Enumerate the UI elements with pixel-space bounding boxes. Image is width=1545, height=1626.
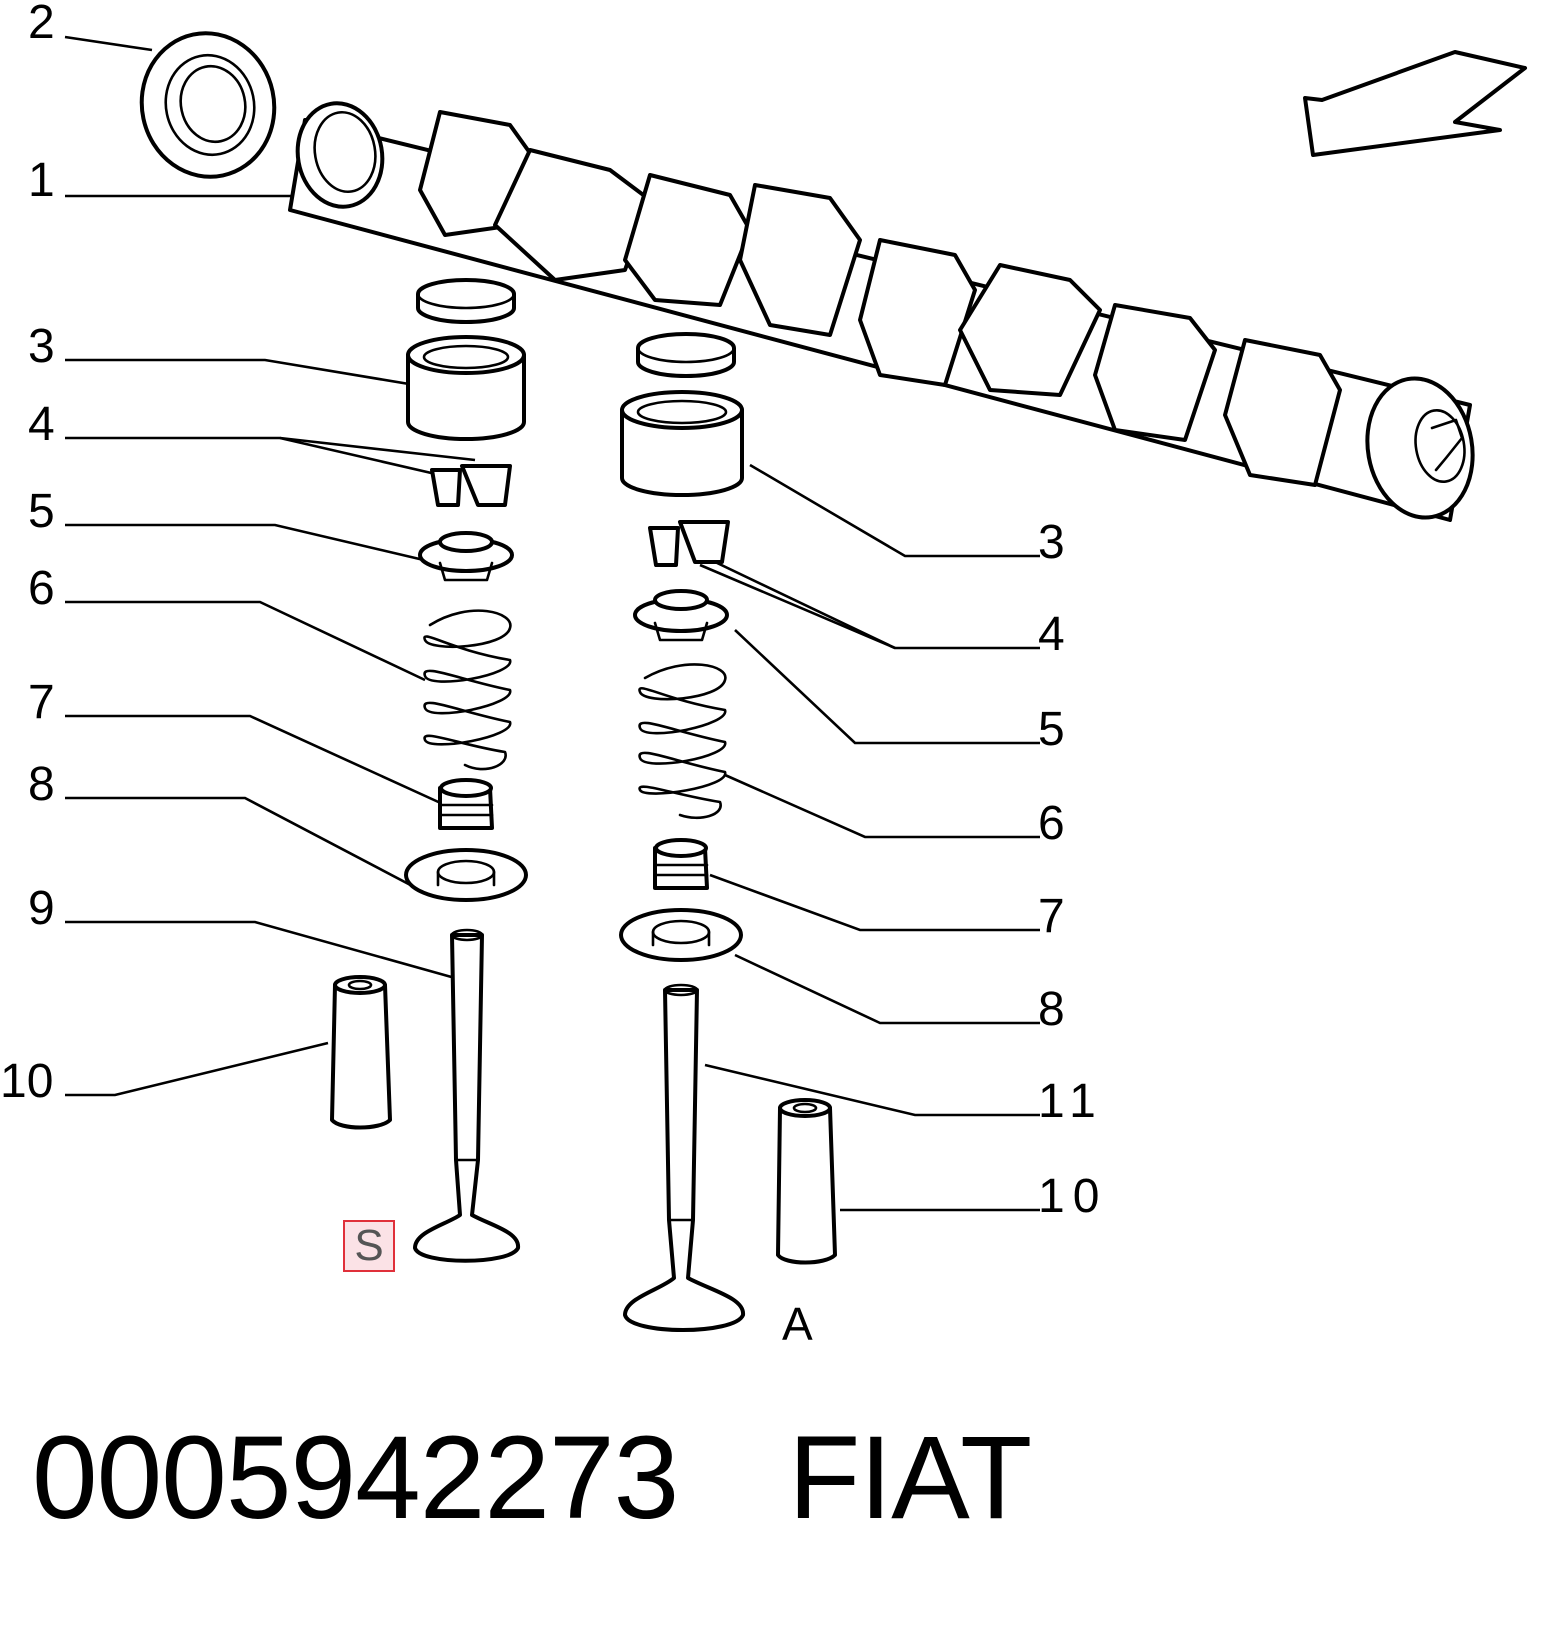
callout-right-11: 11 — [1038, 1075, 1104, 1128]
callout-left-3: 3 — [28, 320, 55, 373]
view-letter: A — [782, 1298, 813, 1350]
callout-left-10: 10 — [0, 1055, 53, 1108]
direction-arrow — [1303, 50, 1527, 157]
brand-name: FIAT — [788, 1412, 1032, 1544]
callout-right-7: 7 — [1038, 890, 1065, 943]
s-marker: S — [343, 1220, 395, 1272]
callout-left-4: 4 — [28, 398, 55, 451]
camshaft — [288, 101, 1475, 522]
callout-left-6: 6 — [28, 562, 55, 615]
callout-left-9: 9 — [28, 882, 55, 935]
callout-right-8: 8 — [1038, 983, 1065, 1036]
camshaft-oil-seal — [139, 31, 277, 179]
footer-caption: 0005942273 FIAT — [32, 1412, 1032, 1544]
callout-left-8: 8 — [28, 758, 55, 811]
left-valve-stack — [330, 278, 528, 1263]
callout-left-7: 7 — [28, 676, 55, 729]
callouts-left: 2 1 3 4 5 6 7 8 9 10 — [0, 0, 55, 1108]
callouts-right: 3 4 5 6 7 8 11 10 — [1038, 516, 1107, 1223]
callout-right-4: 4 — [1038, 608, 1065, 661]
callout-right-3: 3 — [1038, 516, 1065, 569]
part-number: 0005942273 — [32, 1412, 679, 1544]
callout-left-2: 2 — [28, 0, 55, 49]
callout-right-6: 6 — [1038, 797, 1065, 850]
leader-lines — [64, 35, 1040, 1212]
s-marker-label: S — [354, 1221, 384, 1270]
right-valve-stack — [619, 332, 837, 1332]
callout-right-10: 10 — [1038, 1170, 1107, 1223]
callout-left-1: 1 — [28, 154, 55, 207]
callout-right-5: 5 — [1038, 703, 1065, 756]
callout-left-5: 5 — [28, 485, 55, 538]
